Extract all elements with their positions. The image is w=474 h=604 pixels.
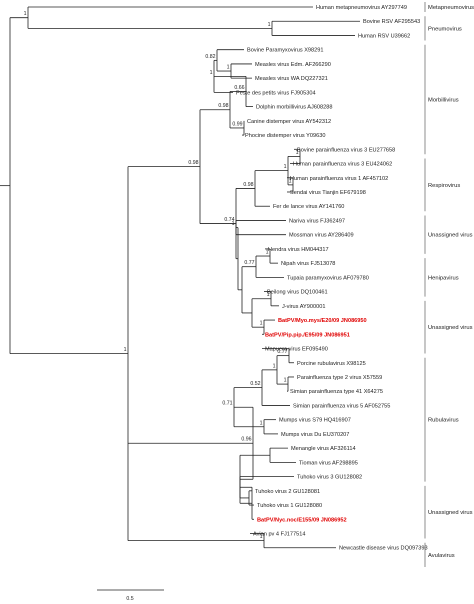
taxon-label: J-virus AY900001: [282, 304, 325, 310]
support-value: 1: [289, 178, 292, 184]
clade-label: Morbillivirus: [428, 97, 459, 103]
taxon-label: Avian pv 4 FJ177514: [253, 532, 305, 538]
support-value: 0.98: [188, 160, 198, 166]
support-value: 0.77: [244, 260, 254, 266]
support-value: 0.77: [277, 349, 287, 355]
taxon-label: Bovine Paramyxovirus X98291: [247, 48, 324, 54]
clade-label: Henipavirus: [428, 275, 459, 281]
taxon-label: Beilong virus DQ100461: [267, 290, 328, 296]
highlighted-taxon-label: BatPV/Nyc.noc/E155/09 JN086952: [257, 517, 347, 523]
taxon-label: Tuhoko virus 2 GU128081: [255, 489, 320, 495]
clade-label: Unassigned virus: [428, 325, 473, 331]
support-value: 1: [273, 363, 276, 369]
support-value: 1: [124, 347, 127, 353]
taxon-label: Hendra virus HM044317: [268, 247, 329, 253]
support-value: 1: [260, 534, 263, 540]
taxon-label: Simian parainfluenza type 41 X64275: [290, 389, 383, 395]
highlighted-taxon-label: BatPV/Pip.pip./E95/09 JN086951: [265, 332, 350, 338]
taxon-label: Human metapneumovirus AY297749: [316, 5, 407, 11]
taxon-label: Nariva virus FJ362497: [289, 218, 345, 224]
support-value: 0.71: [222, 401, 232, 407]
taxon-label: Nipah virus FJ513078: [281, 261, 335, 267]
clade-label: Respirovirus: [428, 183, 460, 189]
clade-label: Unassigned virus: [428, 233, 473, 239]
taxon-label: Parainfluenza type 2 virus X57559: [297, 375, 382, 381]
support-value: 0.82: [205, 54, 215, 60]
support-value: 0.66: [234, 85, 244, 91]
taxon-label: Mossman virus AY286409: [289, 233, 354, 239]
support-value: 0.96: [241, 437, 251, 443]
taxon-label: Measles virus Edm. AF266290: [255, 62, 331, 68]
highlighted-taxon-label: BatPV/Myo.mys/E20/09 JN086950: [278, 318, 367, 324]
taxon-label: Phocine distemper virus Y09630: [245, 133, 325, 139]
support-value: 1: [227, 65, 230, 71]
taxon-label: Menangle virus AF326114: [291, 446, 356, 452]
clade-label: Pneumovirus: [428, 26, 462, 32]
taxon-label: Mumps virus Du EU370207: [281, 432, 349, 438]
support-value: 1: [268, 22, 271, 28]
support-value: 0.98: [243, 182, 253, 188]
support-values: 1110.8210.660.990.981110.98110.77110.740…: [24, 11, 299, 540]
support-value: 0.52: [250, 381, 260, 387]
taxon-label: Sendai virus Tianjin EF679198: [290, 190, 366, 196]
taxon-label: Human RSV U39662: [358, 33, 410, 39]
taxon-label: Newcastle disease virus DQ097393: [339, 546, 428, 552]
support-value: 1: [267, 292, 270, 298]
taxon-label: Tupaia paramyxovirus AF079780: [287, 275, 369, 281]
taxon-label: Simian parainfluenza virus 5 AF052755: [293, 403, 390, 409]
taxon-label: Tuhoko virus 3 GU128082: [297, 475, 362, 481]
clade-label: Metapneumovirus: [428, 5, 474, 11]
support-value: 1: [296, 150, 299, 156]
taxon-label: Peste des petits virus FJ905304: [236, 90, 316, 96]
taxon-label: Human parainfluenza virus 3 EU424062: [293, 162, 392, 168]
taxon-label: Bovine RSV AF295543: [363, 19, 420, 25]
support-value: 1: [266, 250, 269, 256]
clade-label: Unassigned virus: [428, 510, 473, 516]
support-value: 1: [210, 70, 213, 76]
taxon-label: Tioman virus AF298895: [299, 460, 358, 466]
support-value: 1: [284, 378, 287, 384]
clade-label: Avulavirus: [428, 553, 455, 559]
taxon-label: Porcine rubulavirus X98125: [297, 361, 366, 367]
taxon-label: Bovine parainfluenza virus 3 EU277658: [297, 147, 395, 153]
support-value: 0.99: [232, 121, 242, 127]
taxon-label: Mumps virus S79 HQ416907: [279, 418, 351, 424]
support-value: 1: [232, 221, 235, 227]
taxon-label: Fer de lance virus AY141760: [273, 204, 344, 210]
support-value: 1: [284, 164, 287, 170]
clade-brackets: MetapneumovirusPneumovirusMorbillivirusR…: [424, 2, 474, 567]
scale-bar-label: 0.5: [126, 596, 133, 602]
taxon-label: Human parainfluenza virus 1 AF457102: [290, 176, 388, 182]
clade-label: Rubulavirus: [428, 418, 459, 424]
taxon-label: Measles virus WA DQ227321: [255, 76, 328, 82]
scale-bar: 0.5: [97, 589, 164, 602]
support-value: 1: [260, 420, 263, 426]
taxon-label: Tuhoko virus 1 GU128080: [257, 503, 322, 509]
support-value: 1: [260, 321, 263, 327]
support-value: 0.74: [224, 217, 234, 223]
taxon-label: Canine distemper virus AY542312: [247, 119, 331, 125]
tree-branches: [0, 6, 360, 549]
taxon-label: Dolphin morbillivirus AJ608288: [256, 105, 333, 111]
support-value: 1: [24, 11, 27, 17]
taxon-label: Mapuera virus EF095490: [265, 347, 328, 353]
support-value: 0.98: [218, 103, 228, 109]
